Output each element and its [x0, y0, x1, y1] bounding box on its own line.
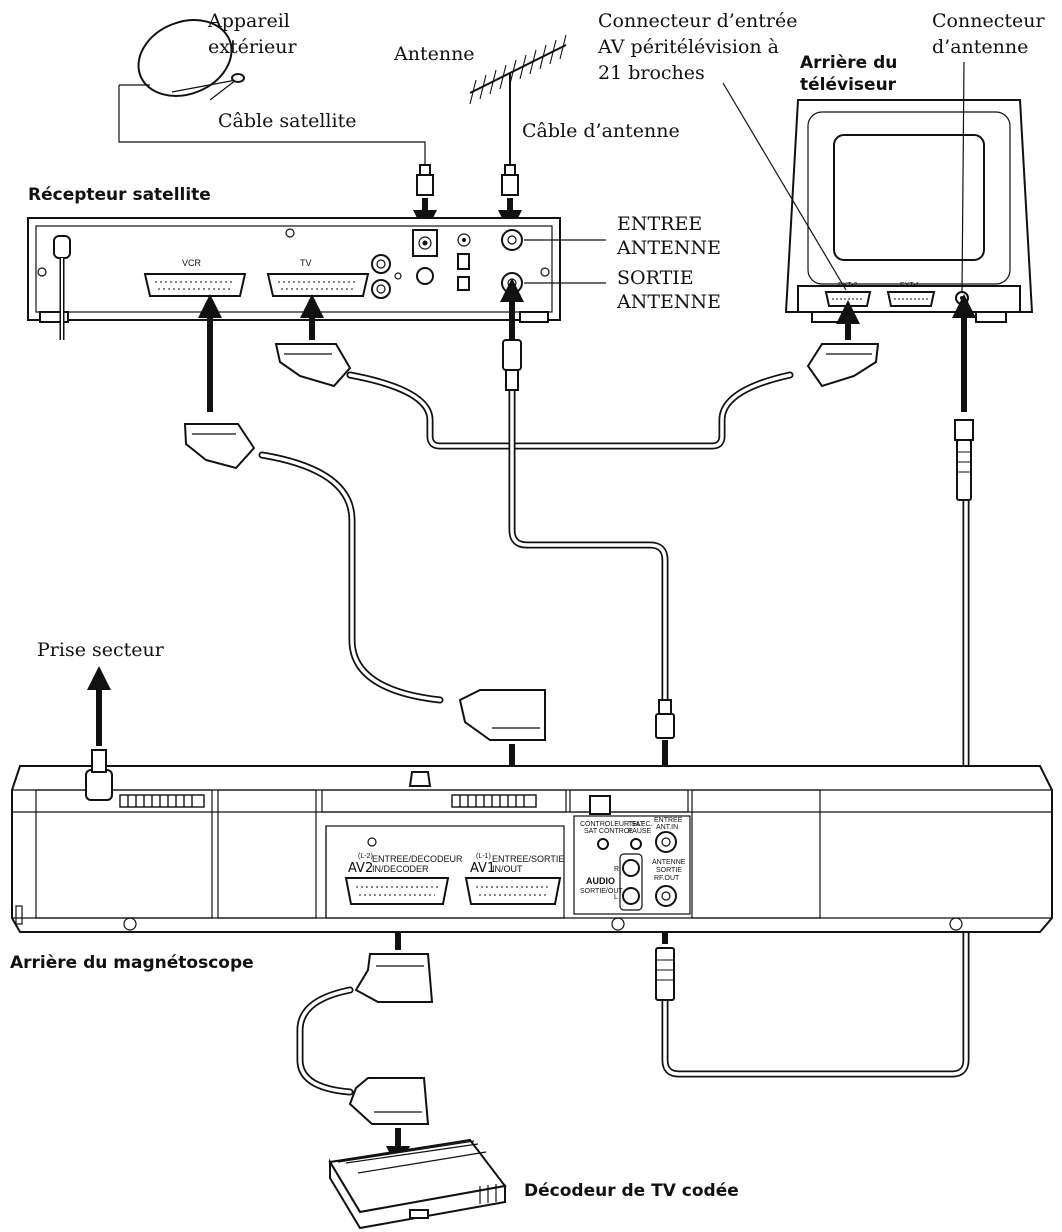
coax-plug-icon [655, 947, 675, 1001]
satellite-plug [416, 164, 434, 196]
av2-label: AV2 [348, 861, 373, 876]
receiver-antenna-in-port [501, 229, 523, 251]
switch-icon [457, 233, 471, 247]
av2-number: (L-2) [358, 853, 373, 860]
switch-icon [457, 276, 470, 291]
av1-desc-1: ENTREE/SORTIE [492, 854, 564, 864]
tv-port-ext1-label: EXT-1 [900, 282, 920, 289]
av1-desc-2: IN/OUT [492, 864, 523, 874]
receiver-antenna-in-label-1: ENTREE [617, 213, 702, 235]
tele-pause-jack [630, 838, 642, 850]
scart-connector-label-1: Connecteur d’entrée [598, 10, 797, 32]
screw-icon [367, 837, 377, 847]
antenna-connector-label-2: d’antenne [932, 36, 1028, 58]
av1-label: AV1 [470, 861, 495, 876]
satellite-receiver-label: Récepteur satellite [28, 185, 211, 205]
vcr-ant-in-label-2: ANT.IN [656, 824, 678, 831]
vcr-ant-out-label-2: SORTIE [656, 867, 682, 874]
scart-plug-icon [458, 689, 546, 741]
satellite-receiver: VCR TV [27, 217, 561, 340]
scart-cable-receiver-to-vcr [183, 423, 546, 741]
coax-plug-icon [502, 339, 522, 371]
audio-r-label: R [614, 866, 619, 873]
receiver-vcr-scart [143, 273, 247, 297]
av2-desc-1: ENTREE/DECODEUR [372, 854, 463, 864]
tv-rear-label-1: Arrière du [800, 53, 897, 73]
receiver-port-vcr-label: VCR [182, 258, 202, 268]
audio-out-label: SORTIE/OUT [580, 888, 623, 895]
vcr-av2-scart [344, 877, 450, 905]
mains-outlet-label: Prise secteur [37, 639, 165, 661]
screw-icon [611, 917, 625, 931]
receiver-antenna-out-label-1: SORTIE [617, 267, 694, 289]
av1-number: (L-1) [476, 853, 491, 860]
tv-set: EXT-2 EXT-1 [784, 99, 1034, 323]
scart-plug-icon [274, 343, 352, 388]
decoder-box [328, 1138, 507, 1230]
antenna-cable-label: Câble d’antenne [522, 120, 680, 142]
coax-cable-vcr-to-tv [655, 419, 974, 1078]
screw-icon [540, 267, 550, 277]
av2-desc-2: IN/DECODER [372, 864, 429, 874]
screw-icon [285, 228, 295, 238]
vcr-rear-label: Arrière du magnétoscope [10, 953, 254, 973]
satellite-dish-icon [119, 19, 245, 101]
vcr-antenna-in-port [655, 831, 677, 853]
audio-r-jack [622, 859, 640, 877]
outdoor-unit-label-2: extérieur [208, 36, 297, 58]
audio-label: AUDIO [586, 876, 615, 886]
receiver-antenna-out-label-2: ANTENNE [616, 291, 721, 313]
scart-plug-icon [348, 1077, 430, 1125]
vcr-av1-scart [464, 877, 562, 905]
receiver-antenna-in-label-2: ANTENNE [616, 237, 721, 259]
scart-plug-icon [354, 953, 434, 1003]
screw-icon [949, 917, 963, 931]
scart-connector-label-3: 21 broches [598, 62, 705, 84]
antenna-label: Antenne [393, 43, 475, 65]
sat-control-label-2: SAT CONTROL [584, 828, 633, 835]
vent-slots [119, 794, 537, 808]
satellite-cable-label: Câble satellite [218, 110, 356, 132]
audio-l-label: L [614, 894, 618, 901]
vcr-ant-out-label-3: RF.OUT [654, 875, 680, 882]
scart-connector-label-2: AV péritélévision à [597, 36, 779, 58]
switch-icon [457, 253, 470, 270]
vcr-io-panel [573, 815, 691, 915]
antenna-connector-label-1: Connecteur [932, 10, 1045, 32]
coax-plug-icon [658, 699, 672, 715]
decoder-label: Décodeur de TV codée [524, 1181, 739, 1201]
satellite-cable [118, 85, 426, 168]
knob-icon [416, 267, 434, 285]
scart-cable-receiver-to-tv [274, 343, 880, 450]
rca-jack-icon [371, 254, 391, 274]
tele-pause-label-2: PAUSE [628, 828, 652, 835]
outdoor-unit-label-1: Appareil [207, 10, 290, 32]
coax-plug-icon [954, 419, 974, 441]
vcr-ant-in-label-1: ENTREE [654, 817, 683, 824]
receiver-port-tv-label: TV [300, 258, 312, 268]
tv-port-ext2-label: EXT-2 [838, 282, 858, 289]
rca-jack-icon [371, 279, 391, 299]
audio-l-jack [622, 887, 640, 905]
tv-rear-label-2: téléviseur [800, 75, 897, 95]
antenna-icon [469, 34, 567, 165]
vcr-antenna-out-port [655, 885, 677, 907]
sat-control-jack [597, 838, 609, 850]
scart-plug-icon [806, 343, 880, 388]
screw-icon [37, 267, 47, 277]
scart-plug-icon [183, 423, 256, 470]
tele-pause-label-1: TELEC. [628, 821, 653, 828]
scart-cable-vcr-to-decoder [296, 953, 434, 1125]
vcr: (L-2) AV2 ENTREE/DECODEUR IN/DECODER (L-… [11, 749, 1053, 933]
coax-cable-receiver-to-vcr [502, 339, 675, 739]
vcr-ant-out-label-1: ANTENNE [652, 859, 686, 866]
sat-control-label-1: CONTROLEUR SAT [580, 821, 645, 828]
receiver-tv-scart [266, 273, 370, 297]
power-cord-vcr [85, 749, 113, 801]
power-cord-receiver [53, 235, 71, 340]
screw-icon [123, 917, 137, 931]
antenna-plug [501, 164, 519, 196]
